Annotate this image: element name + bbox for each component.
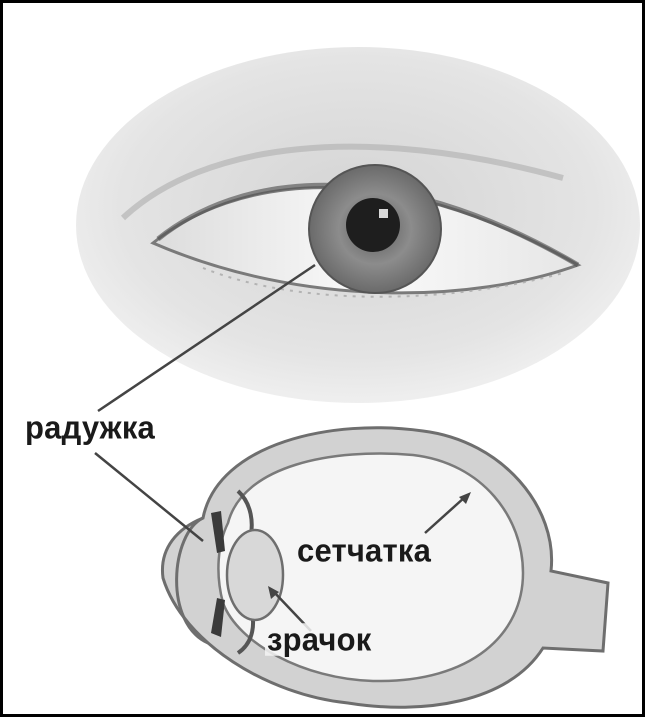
eye-highlight [379,209,388,218]
pupil-label: зрачок [265,623,373,656]
eye-illustration [3,3,645,720]
lens [227,530,283,620]
retina-label: сетчатка [295,534,433,567]
pupil-circle [346,198,400,252]
iris-leader-diagram [95,453,203,541]
eye-photo [76,47,640,403]
iris-label: радужка [25,411,155,444]
